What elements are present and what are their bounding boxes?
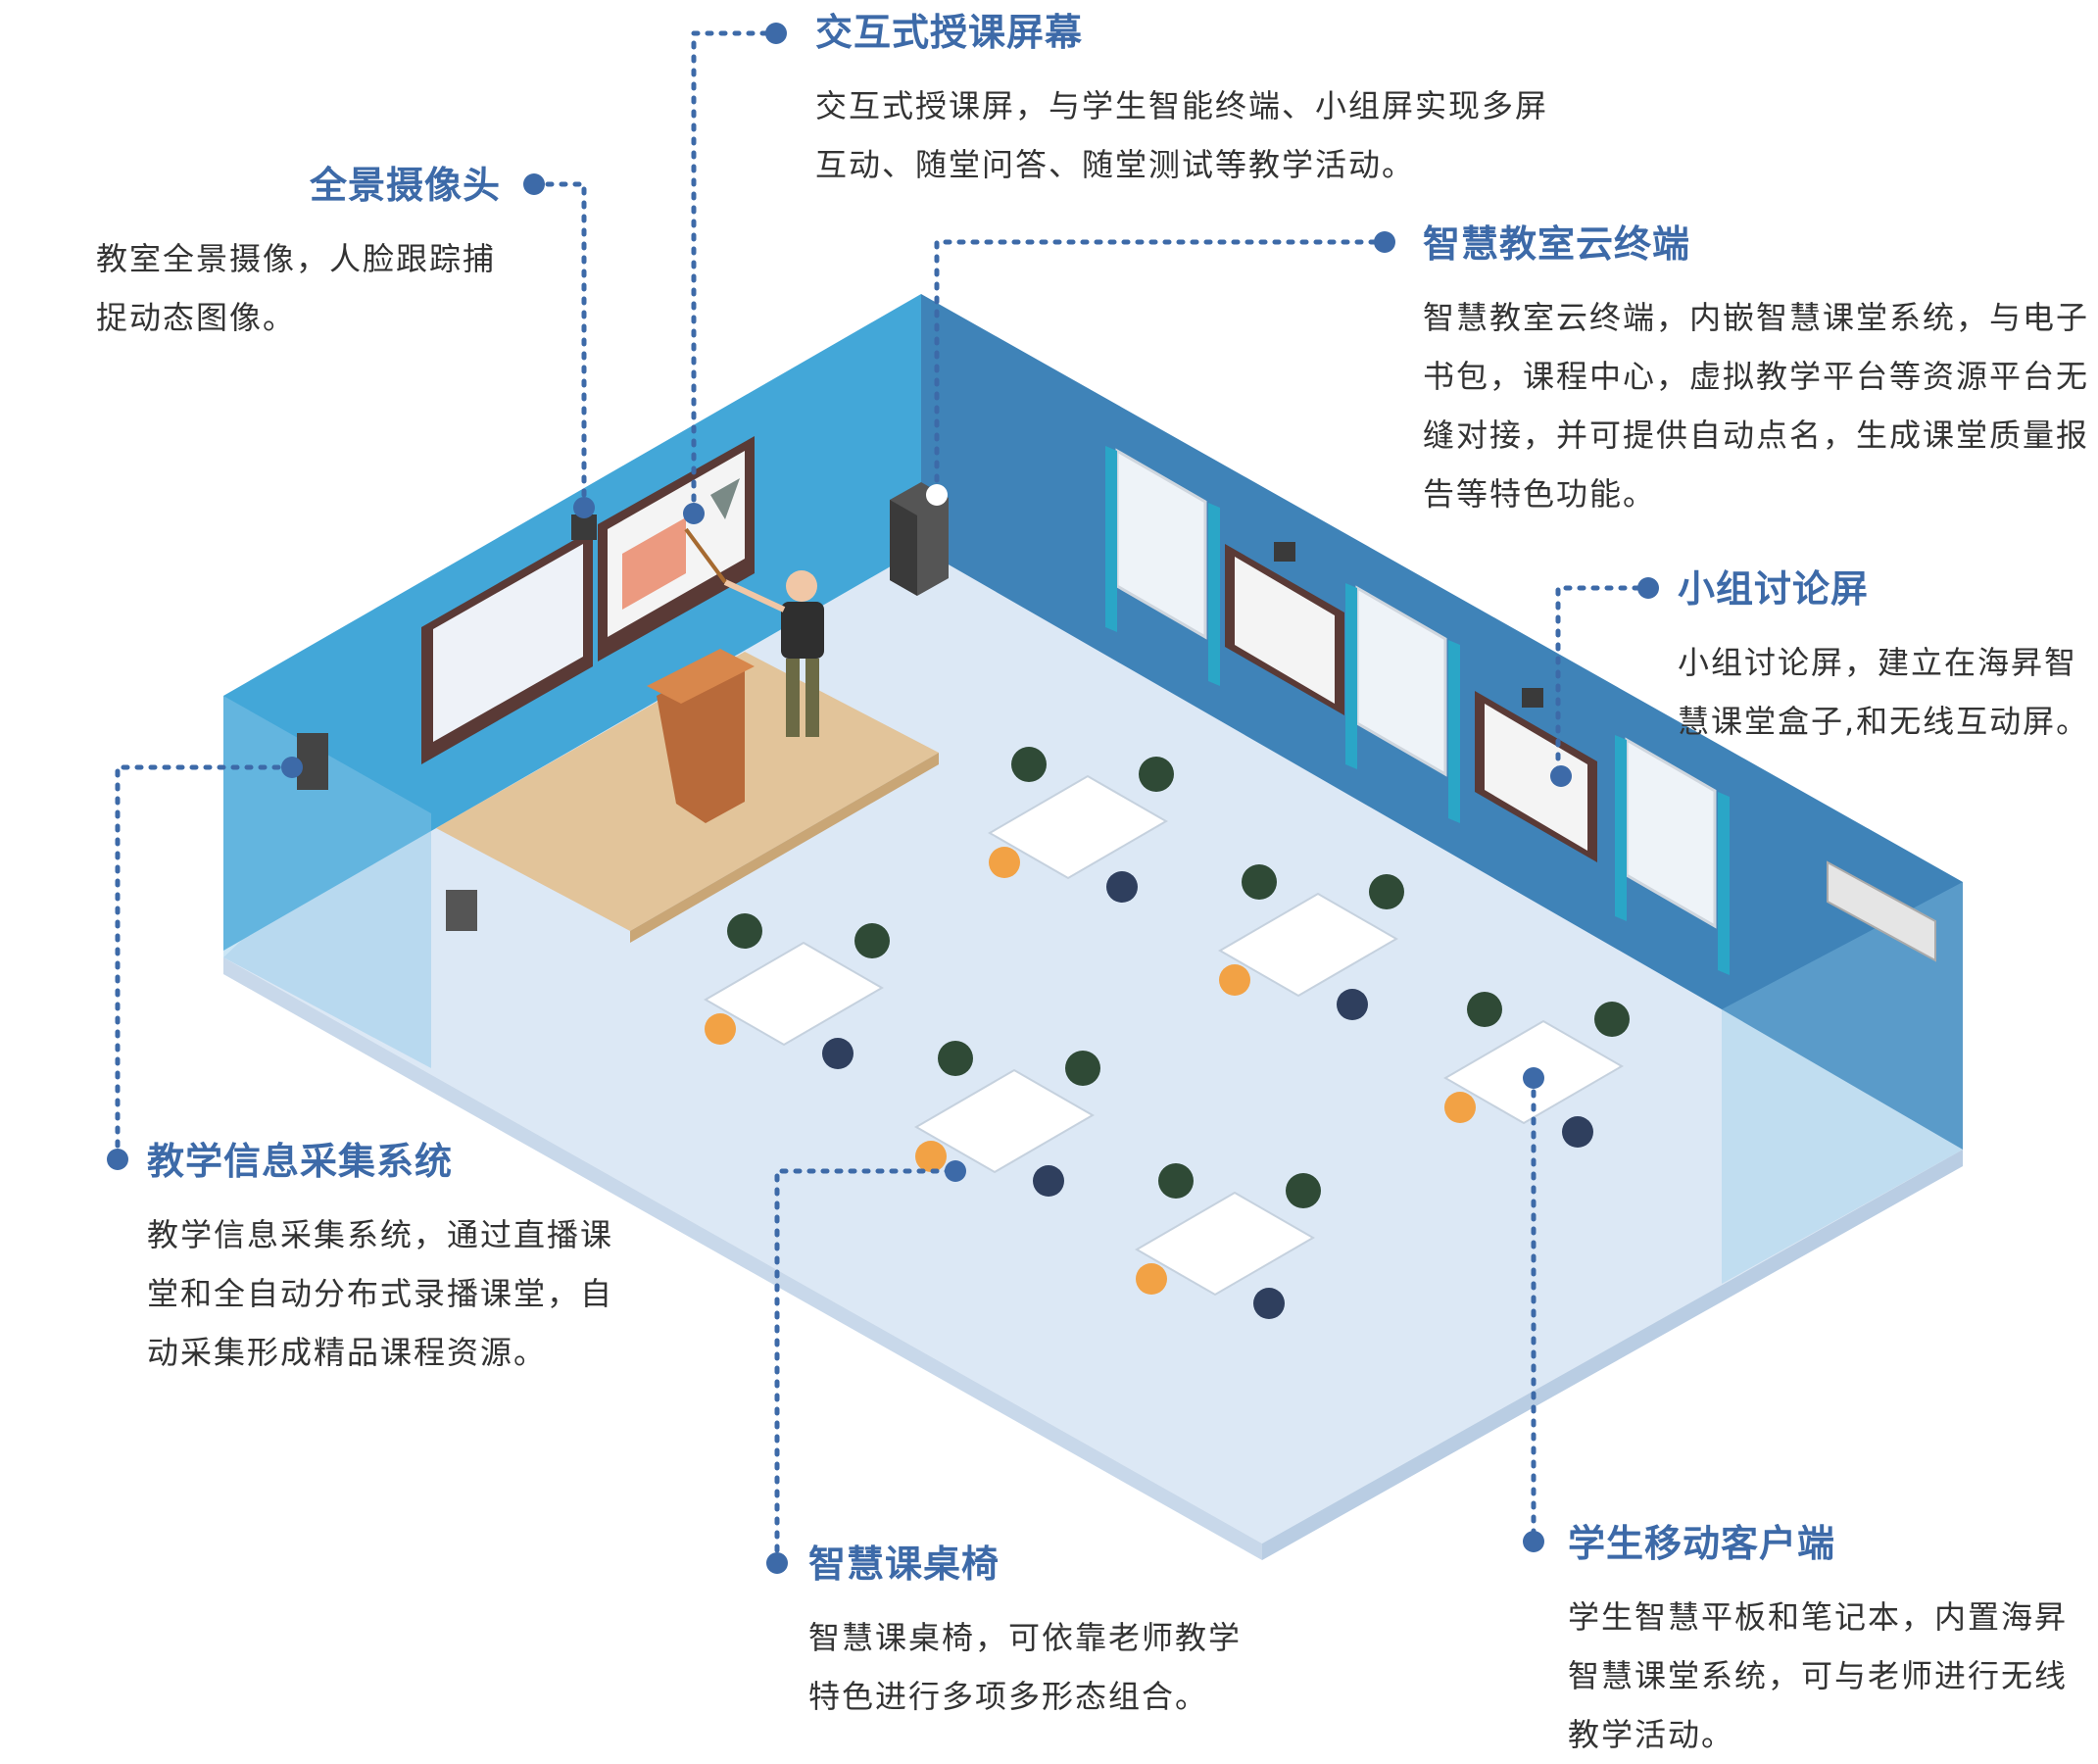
dot-smart-desks-label bbox=[766, 1552, 788, 1574]
connector-cloud-terminal bbox=[934, 239, 1378, 498]
dot-group-screen-label bbox=[1637, 577, 1659, 599]
desk-group bbox=[988, 747, 1174, 903]
callout-mobile-client: 学生移动客户端 学生智慧平板和笔记本，内置海昇 智慧课堂系统，可与老师进行无线 … bbox=[1568, 1521, 2068, 1764]
recording-device bbox=[297, 733, 328, 790]
back-wall-windows bbox=[1115, 448, 1717, 929]
callout-line: 堂和全自动分布式录播课堂，自 bbox=[147, 1275, 614, 1312]
dot-panoramic-camera-label bbox=[523, 173, 545, 195]
callout-description: 小组讨论屏，建立在海昇智 慧课堂盒子,和无线互动屏。 bbox=[1678, 633, 2089, 751]
connector-panoramic-camera bbox=[531, 181, 587, 513]
floor-edge-right bbox=[1262, 1150, 1963, 1560]
dot-interactive-screen bbox=[683, 503, 705, 524]
callout-description: 教学信息采集系统，通过直播课 堂和全自动分布式录播课堂，自 动采集形成精品课程资… bbox=[147, 1205, 613, 1382]
callout-title: 智慧课桌椅 bbox=[808, 1543, 1000, 1586]
dot-mobile-client bbox=[1523, 1067, 1544, 1089]
callout-title: 全景摄像头 bbox=[310, 164, 502, 207]
callout-description: 智慧课桌椅，可依靠老师教学 特色进行多项多形态组合。 bbox=[808, 1608, 1242, 1726]
callout-line: 学生智慧平板和笔记本，内置海昇 bbox=[1568, 1598, 2069, 1636]
desk-group bbox=[914, 1041, 1100, 1197]
curtains bbox=[1105, 446, 1730, 975]
callout-smart-desks: 智慧课桌椅 智慧课桌椅，可依靠老师教学 特色进行多项多形态组合。 bbox=[808, 1542, 1242, 1726]
callout-line: 交互式授课屏，与学生智能终端、小组屏实现多屏 bbox=[815, 87, 1549, 124]
callout-line: 特色进行多项多形态组合。 bbox=[808, 1678, 1209, 1715]
connector-info-collection bbox=[115, 764, 295, 1159]
callout-line: 书包，课程中心，虚拟教学平台等资源平台无 bbox=[1423, 358, 2090, 395]
group-screens bbox=[1225, 542, 1597, 862]
student-desk-groups bbox=[704, 747, 1630, 1319]
callout-line: 智慧课堂系统，可与老师进行无线 bbox=[1568, 1657, 2069, 1694]
podium bbox=[647, 649, 755, 823]
dot-panoramic-camera bbox=[573, 497, 595, 518]
callout-line: 小组讨论屏，建立在海昇智 bbox=[1678, 644, 2078, 681]
teaching-screen bbox=[421, 436, 755, 764]
callout-description: 交互式授课屏，与学生智能终端、小组屏实现多屏 互动、随堂问答、随堂测试等教学活动… bbox=[815, 76, 1548, 194]
cloud-terminal-device bbox=[890, 482, 949, 596]
right-glass-wall bbox=[1722, 882, 1963, 1284]
callout-group-screen: 小组讨论屏 小组讨论屏，建立在海昇智 慧课堂盒子,和无线互动屏。 bbox=[1678, 566, 2089, 751]
callout-info-collection: 教学信息采集系统 教学信息采集系统，通过直播课 堂和全自动分布式录播课堂，自 动… bbox=[147, 1139, 613, 1382]
callout-panoramic-camera: 全景摄像头 教室全景摄像，人脸跟踪捕 捉动态图像。 bbox=[96, 163, 501, 347]
callout-description: 教室全景摄像，人脸跟踪捕 捉动态图像。 bbox=[96, 229, 501, 347]
panoramic-camera bbox=[571, 514, 597, 540]
callout-line: 智慧教室云终端，内嵌智慧课堂系统，与电子 bbox=[1423, 299, 2090, 336]
dot-cloud-terminal-label bbox=[1374, 231, 1395, 253]
teacher-stage-side bbox=[630, 753, 939, 943]
callout-title: 交互式授课屏幕 bbox=[815, 11, 1084, 54]
callout-line: 教学信息采集系统，通过直播课 bbox=[147, 1216, 614, 1253]
callout-title: 智慧教室云终端 bbox=[1423, 222, 1691, 266]
callout-cloud-terminal: 智慧教室云终端 智慧教室云终端，内嵌智慧课堂系统，与电子 书包，课程中心，虚拟教… bbox=[1423, 221, 2089, 523]
glass-wall bbox=[223, 696, 431, 1068]
callout-description: 学生智慧平板和笔记本，内置海昇 智慧课堂系统，可与老师进行无线 教学活动。 bbox=[1568, 1588, 2068, 1764]
callout-line: 教学活动。 bbox=[1568, 1716, 1735, 1753]
callout-description: 智慧教室云终端，内嵌智慧课堂系统，与电子 书包，课程中心，虚拟教学平台等资源平台… bbox=[1423, 288, 2089, 523]
callout-line: 缝对接，并可提供自动点名，生成课堂质量报 bbox=[1423, 416, 2090, 454]
air-conditioner bbox=[1827, 860, 1936, 962]
desk-group bbox=[1218, 864, 1404, 1020]
callout-line: 动采集形成精品课程资源。 bbox=[147, 1334, 548, 1371]
dot-group-screen bbox=[1550, 765, 1572, 787]
dot-cloud-terminal bbox=[926, 484, 948, 506]
callout-line: 教室全景摄像，人脸跟踪捕 bbox=[96, 240, 497, 277]
callout-title: 学生移动客户端 bbox=[1568, 1522, 1836, 1565]
callout-title: 教学信息采集系统 bbox=[147, 1140, 454, 1183]
dot-info-collection bbox=[281, 757, 303, 778]
callout-interactive-screen: 交互式授课屏幕 交互式授课屏，与学生智能终端、小组屏实现多屏 互动、随堂问答、随… bbox=[815, 10, 1548, 194]
dot-interactive-screen-label bbox=[765, 23, 787, 44]
floor-edge bbox=[223, 957, 1262, 1560]
callout-line: 告等特色功能。 bbox=[1423, 475, 1657, 513]
connector-interactive-screen bbox=[691, 30, 769, 508]
wall-panel bbox=[446, 890, 477, 931]
desk-group bbox=[704, 913, 890, 1069]
callout-line: 智慧课桌椅，可依靠老师教学 bbox=[808, 1619, 1243, 1656]
teacher-figure bbox=[684, 527, 824, 737]
callout-title: 小组讨论屏 bbox=[1678, 567, 1870, 611]
dot-info-collection-label bbox=[107, 1149, 128, 1170]
callout-line: 互动、随堂问答、随堂测试等教学活动。 bbox=[815, 146, 1416, 183]
connector-group-screen bbox=[1555, 585, 1641, 777]
callout-line: 慧课堂盒子,和无线互动屏。 bbox=[1678, 703, 2090, 740]
connector-smart-desks bbox=[774, 1168, 953, 1561]
dot-mobile-client-label bbox=[1523, 1531, 1544, 1552]
dot-smart-desks bbox=[945, 1160, 966, 1182]
desk-group bbox=[1135, 1163, 1321, 1319]
callout-line: 捉动态图像。 bbox=[96, 299, 297, 336]
